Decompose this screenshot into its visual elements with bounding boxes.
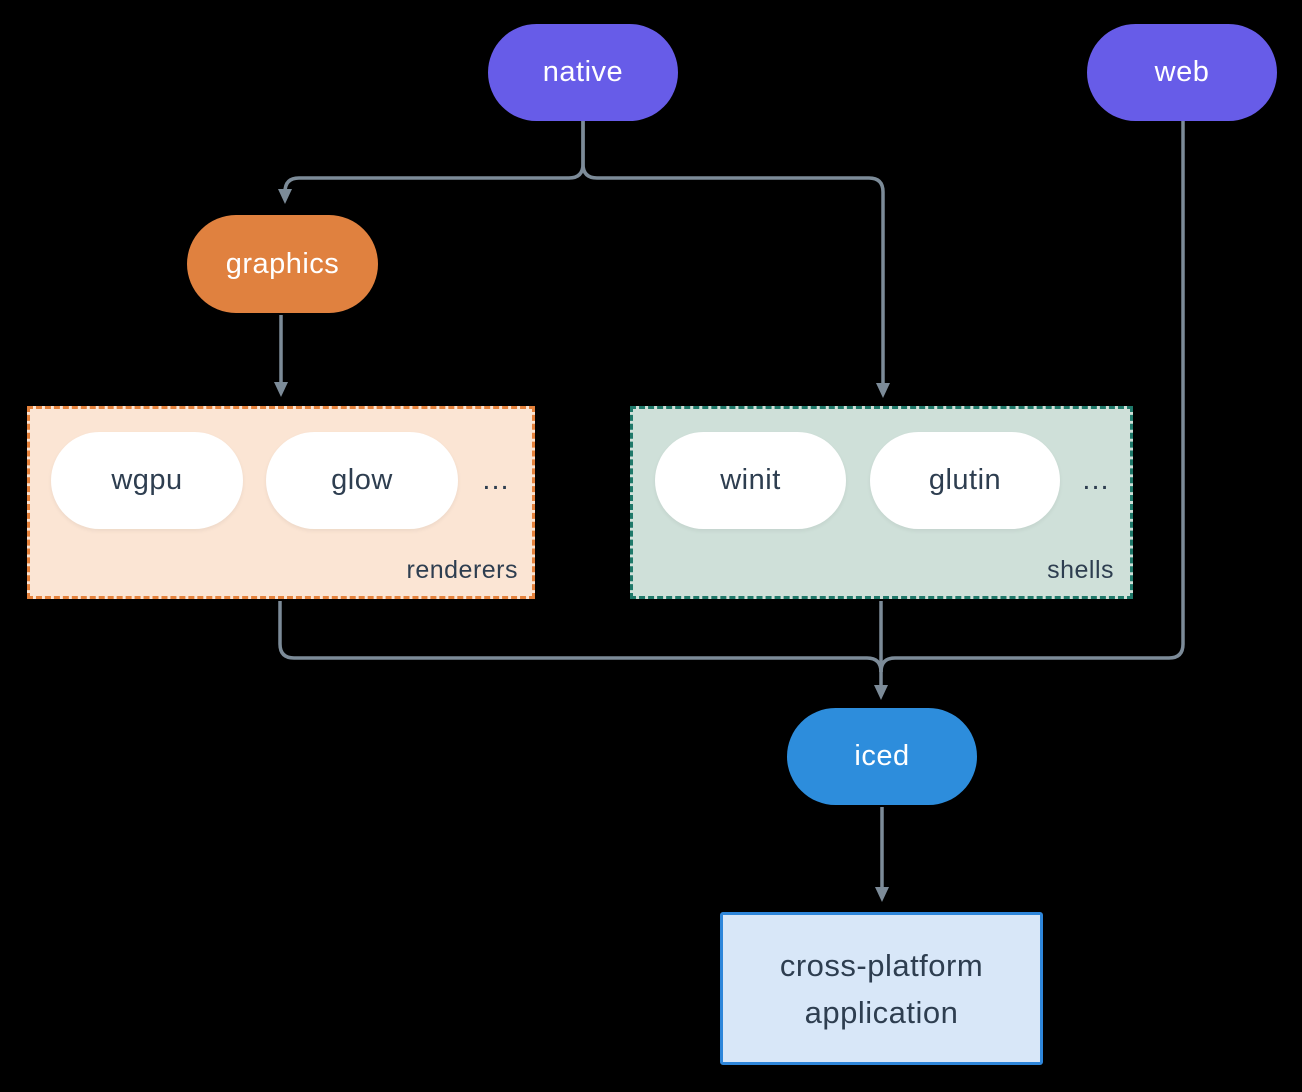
node-iced: iced <box>787 708 977 805</box>
edge-native-to-shells <box>581 121 890 398</box>
node-glow-label: glow <box>331 464 393 496</box>
node-glutin-label: glutin <box>928 464 1002 496</box>
node-graphics: graphics <box>187 215 378 313</box>
node-web-label: web <box>1154 56 1210 88</box>
shells-ellipsis: ... <box>1082 464 1110 496</box>
renderers-group-label: renderers <box>406 556 518 584</box>
node-native: native <box>488 24 678 121</box>
node-wgpu: wgpu <box>51 432 243 529</box>
edge-native-to-graphics <box>278 121 585 204</box>
node-graphics-label: graphics <box>225 247 340 280</box>
node-iced-label: iced <box>854 740 910 772</box>
edge-renderers-to-iced <box>278 601 883 673</box>
application-label-line1: cross-platform <box>779 947 984 983</box>
renderers-ellipsis: ... <box>482 464 510 496</box>
node-wgpu-label: wgpu <box>111 464 183 496</box>
node-glutin: glutin <box>870 432 1060 529</box>
group-renderers: wgpu glow ... renderers <box>27 406 535 599</box>
application-label-line2: application <box>804 994 959 1030</box>
shells-group-label: shells <box>1047 556 1114 584</box>
node-web: web <box>1087 24 1277 121</box>
node-winit: winit <box>655 432 846 529</box>
node-winit-label: winit <box>720 464 781 496</box>
node-application: cross-platform application <box>720 912 1043 1065</box>
group-shells: winit glutin ... shells <box>630 406 1133 599</box>
node-native-label: native <box>542 56 624 88</box>
node-glow: glow <box>266 432 458 529</box>
